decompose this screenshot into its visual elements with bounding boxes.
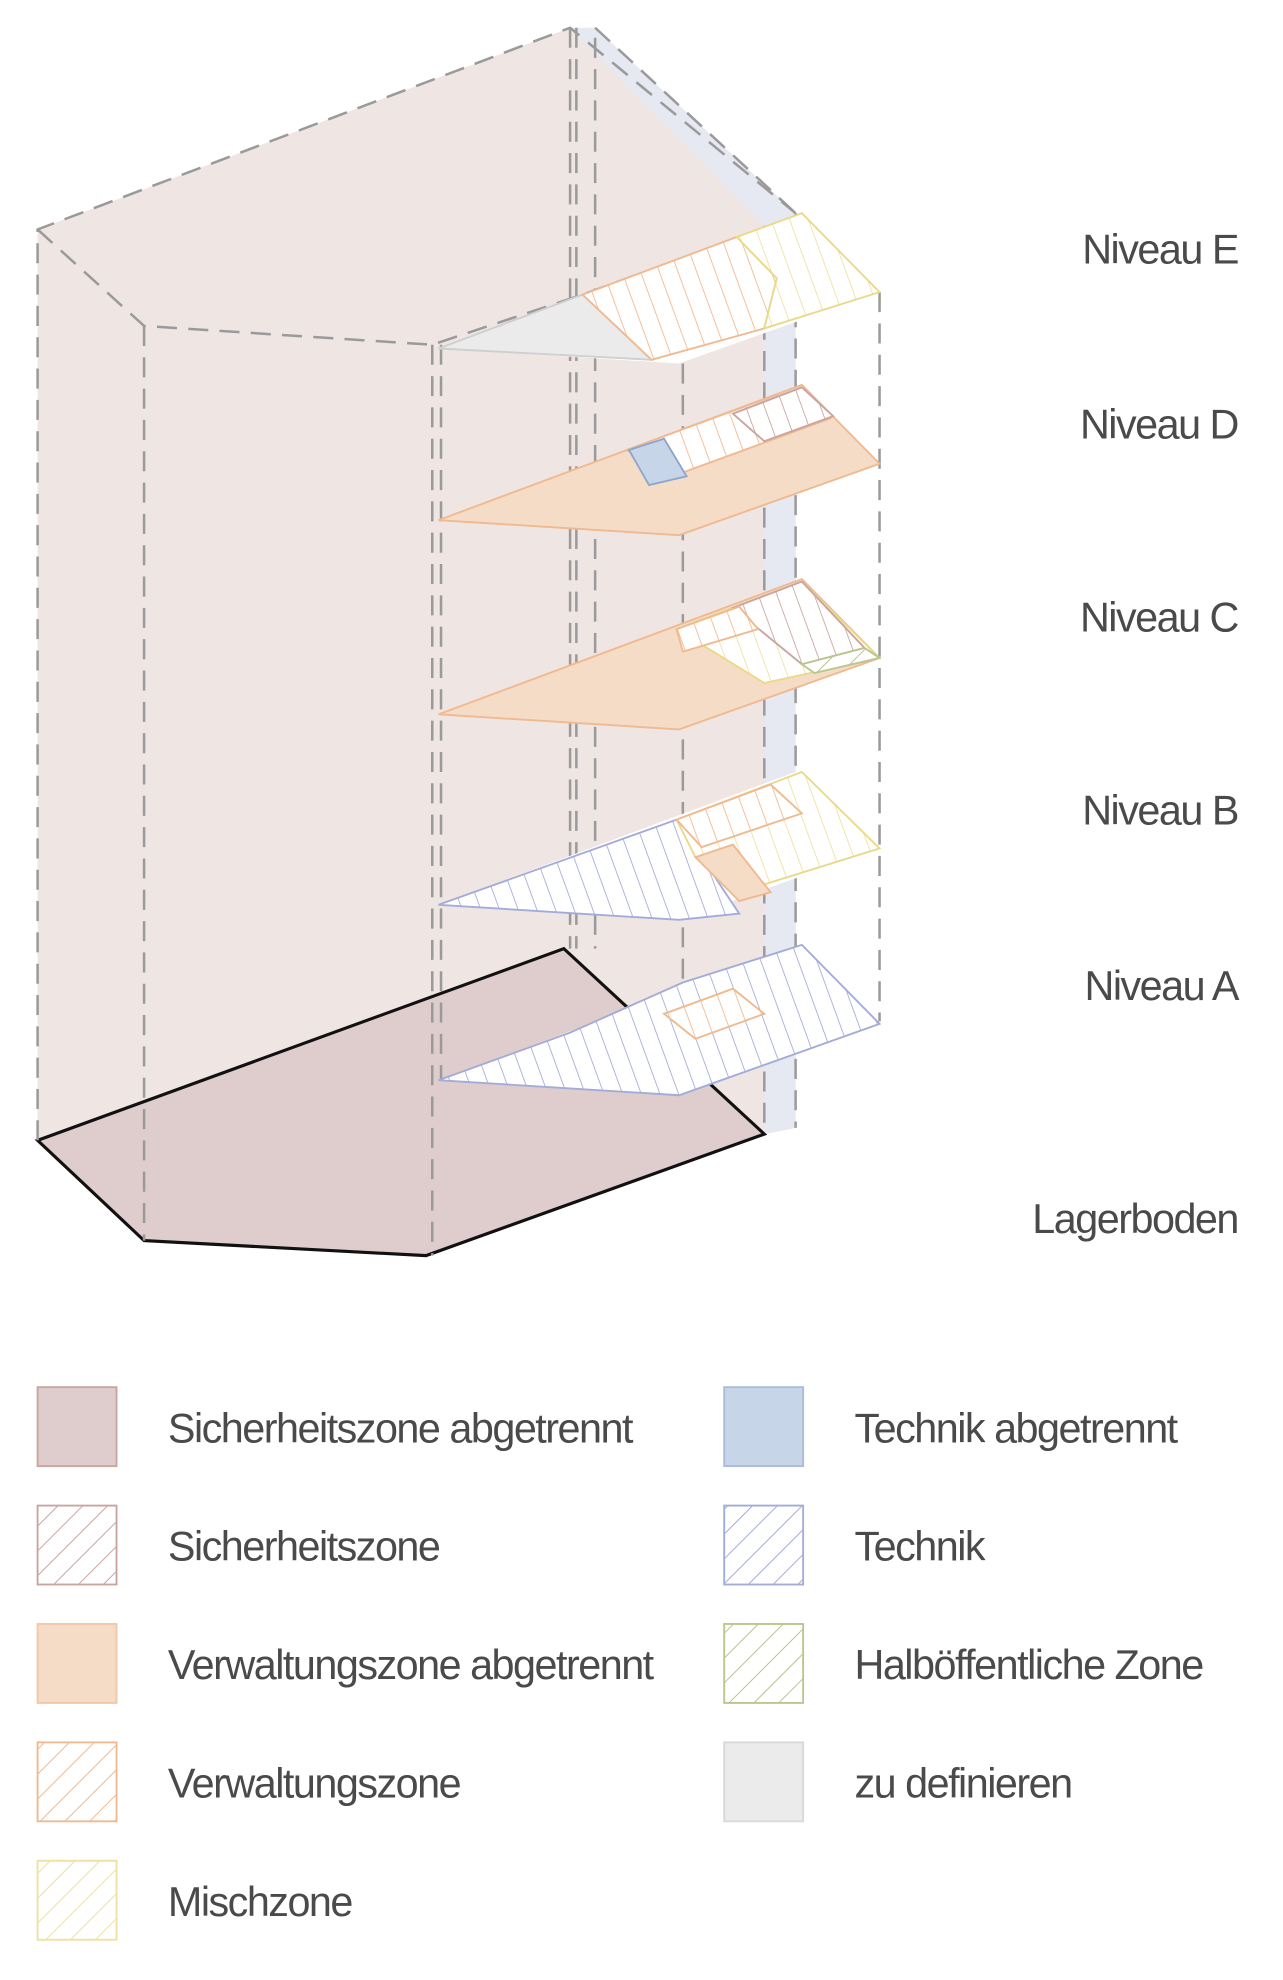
- zone-technik-abgetrennt: [627, 437, 689, 487]
- legend-label: Technik abgetrennt: [854, 1405, 1178, 1451]
- level-plate-B: [438, 769, 882, 921]
- legend-item: Technik: [723, 1504, 987, 1586]
- legend-label: Sicherheitszone abgetrennt: [168, 1405, 634, 1451]
- zone-verwaltung: [675, 605, 760, 653]
- level-plates: [438, 212, 882, 1097]
- level-label-a: Niveau A: [1085, 963, 1240, 1009]
- level-plate-D: [438, 383, 882, 537]
- legend-swatch-hatch: [723, 1623, 805, 1704]
- zone-verwaltung: [674, 783, 804, 849]
- shaft-edge: [594, 26, 797, 215]
- legend-item: zu definieren: [723, 1741, 1073, 1823]
- zone-misch: [735, 212, 882, 330]
- level-label-l: Lagerboden: [1032, 1196, 1238, 1242]
- legend-label: Technik: [854, 1524, 985, 1570]
- legend-swatch-hatch: [723, 1504, 805, 1586]
- level-label-e: Niveau E: [1082, 226, 1238, 272]
- legend-item: Verwaltungszone abgetrennt: [36, 1623, 656, 1704]
- legend-swatch-solid: [36, 1386, 118, 1468]
- legend-label: Verwaltungszone abgetrennt: [168, 1642, 655, 1688]
- level-label-d: Niveau D: [1080, 402, 1238, 448]
- zone-verwaltung-abgetrennt: [693, 843, 773, 903]
- legend-label: Verwaltungszone: [168, 1761, 461, 1807]
- level-label-c: Niveau C: [1080, 595, 1239, 641]
- zone-halboeffentlich: [799, 646, 882, 675]
- legend-item: Mischzone: [36, 1859, 354, 1941]
- level-plate-A: [438, 943, 882, 1097]
- zone-technik: [438, 943, 882, 1097]
- legend: Sicherheitszone abgetrenntSicherheitszon…: [36, 1386, 1205, 1941]
- legend-label: zu definieren: [854, 1761, 1071, 1807]
- legend-item: Verwaltungszone: [36, 1741, 462, 1823]
- zone-sicherheit: [731, 386, 835, 443]
- legend-label: Halböffentliche Zone: [854, 1642, 1203, 1688]
- legend-swatch-solid: [723, 1741, 805, 1823]
- legend-swatch-solid: [36, 1623, 118, 1704]
- level-plate-C: [438, 577, 882, 731]
- legend-item: Sicherheitszone: [36, 1504, 441, 1586]
- legend-swatch-solid: [723, 1386, 805, 1468]
- zone-technik: [438, 818, 741, 921]
- legend-swatch-hatch: [36, 1859, 118, 1941]
- roof-inner-edge: [36, 227, 765, 347]
- roof-edge: [36, 26, 797, 1141]
- level-label-b: Niveau B: [1082, 788, 1238, 834]
- level-labels: Niveau E Niveau D Niveau C Niveau B Niveau A…: [1032, 226, 1241, 1242]
- legend-swatch-hatch: [36, 1504, 118, 1586]
- legend-item: Halböffentliche Zone: [723, 1623, 1205, 1704]
- legend-item: Sicherheitszone abgetrennt: [36, 1386, 635, 1468]
- legend-label: Sicherheitszone: [168, 1524, 440, 1570]
- zone-verwaltung: [662, 987, 767, 1040]
- floor-lagerboden: [34, 946, 768, 1258]
- legend-swatch-hatch: [36, 1741, 118, 1823]
- legend-label: Mischzone: [168, 1879, 353, 1925]
- level-plate-E: [438, 212, 882, 364]
- legend-item: Technik abgetrennt: [723, 1386, 1180, 1468]
